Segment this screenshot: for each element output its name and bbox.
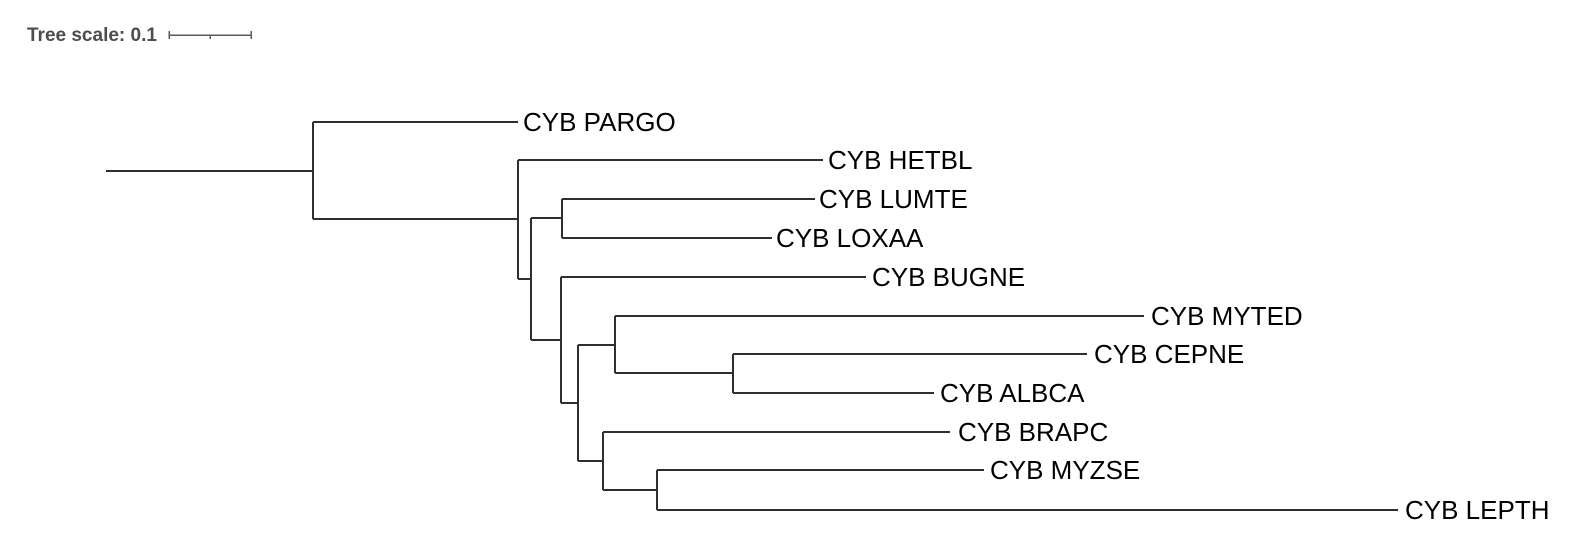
leaf-label-albca[interactable]: CYB ALBCA xyxy=(940,378,1085,408)
leaf-label-brapc[interactable]: CYB BRAPC xyxy=(958,417,1109,447)
tree-scale-label: Tree scale: 0.1 xyxy=(27,25,157,46)
leaf-label-cepne[interactable]: CYB CEPNE xyxy=(1094,339,1245,369)
leaf-label-myted[interactable]: CYB MYTED xyxy=(1151,301,1303,331)
leaf-label-bugne[interactable]: CYB BUGNE xyxy=(872,262,1026,292)
leaf-label-hetbl[interactable]: CYB HETBL xyxy=(828,145,973,175)
leaf-label-loxaa[interactable]: CYB LOXAA xyxy=(776,223,924,253)
leaf-label-pargo[interactable]: CYB PARGO xyxy=(523,107,676,137)
leaf-label-lepth[interactable]: CYB LEPTH xyxy=(1405,495,1550,525)
leaf-label-lumte[interactable]: CYB LUMTE xyxy=(819,184,968,214)
leaf-label-myzse[interactable]: CYB MYZSE xyxy=(990,455,1141,485)
